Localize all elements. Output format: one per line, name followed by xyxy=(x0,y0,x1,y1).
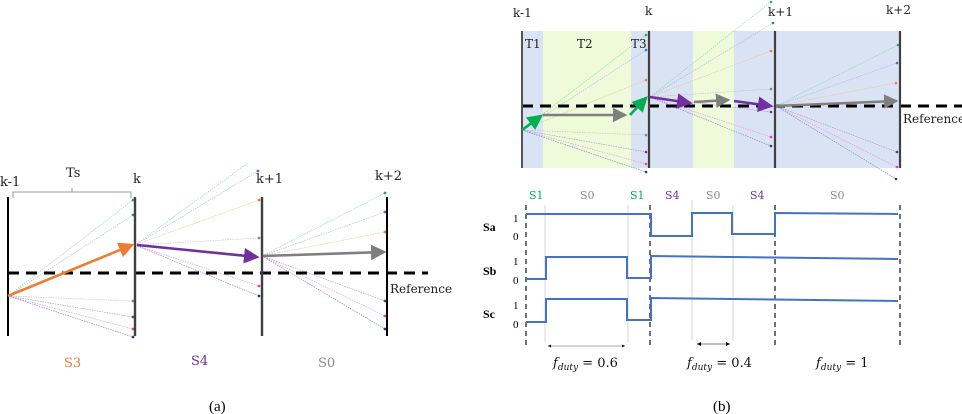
panel-b: k-1 k k+1 k+2 T1 T2 T3 Reference S1 S0 S… xyxy=(483,0,962,414)
prediction-points-k xyxy=(131,198,135,339)
trajectory-s4 xyxy=(136,243,260,264)
caption-a: (a) xyxy=(209,399,226,414)
step-label-k-1: k-1 xyxy=(0,175,20,190)
state-label-s4: S4 xyxy=(191,354,208,369)
duty-f-2: f xyxy=(686,356,694,371)
trajectory-b-s1-second xyxy=(629,96,648,116)
step-label-b-k: k xyxy=(645,4,653,18)
trajectory-b-s4-first xyxy=(649,93,693,109)
state-label-b-2: S1 xyxy=(630,189,645,202)
prediction-points-k+1 xyxy=(256,169,261,298)
trajectory-s0 xyxy=(262,244,387,261)
duty-f-3: f xyxy=(815,356,823,371)
waveform-sb xyxy=(526,254,899,280)
signal-label-sc: Sc xyxy=(483,307,496,321)
duty-value-1: = 0.6 xyxy=(578,356,618,371)
level-sb-1: 1 xyxy=(513,256,519,268)
ts-bracket xyxy=(12,188,132,198)
duty-label-3: fduty = 1 xyxy=(815,356,869,373)
duty-sub-3: duty xyxy=(821,363,842,373)
duty-label-2: fduty = 0.4 xyxy=(686,356,752,373)
step-label-k+2: k+2 xyxy=(375,169,402,184)
signal-label-sb: Sb xyxy=(483,264,497,278)
duty-value-3: = 1 xyxy=(841,356,868,371)
state-label-b-4: S0 xyxy=(706,189,721,202)
state-label-b-3: S4 xyxy=(665,189,680,202)
waveform-sc xyxy=(526,296,899,323)
interval-label-t3: T3 xyxy=(631,37,647,51)
level-sa-0: 0 xyxy=(513,231,519,243)
duty-value-2: = 0.4 xyxy=(712,356,752,371)
waveform-guides xyxy=(525,200,901,345)
waveform-sa xyxy=(526,211,899,237)
state-label-s0: S0 xyxy=(318,356,335,371)
state-label-b-5: S4 xyxy=(750,189,765,202)
prediction-points-b-k+2 xyxy=(894,43,900,181)
reference-label-b: Reference xyxy=(903,112,962,126)
trajectory-b-s4-second xyxy=(733,96,774,112)
signal-label-sa: Sa xyxy=(483,220,496,234)
prediction-fan-k-1 xyxy=(7,199,134,338)
panel-a: k-1 Ts k k+1 k+2 Reference S3 S4 S0 (a) xyxy=(0,162,452,414)
prediction-fan-b-k+1 xyxy=(775,44,899,180)
duty-f-1: f xyxy=(552,356,560,371)
prediction-fan-k+1 xyxy=(261,192,386,330)
duty-sub-1: duty xyxy=(558,363,579,373)
interval-label-t1: T1 xyxy=(525,37,541,51)
trajectory-s3 xyxy=(7,242,135,298)
trajectory-b-s0-third xyxy=(775,94,899,109)
interval-bands xyxy=(522,31,900,168)
ts-label: Ts xyxy=(66,166,80,181)
state-label-b-6: S0 xyxy=(830,189,845,202)
prediction-fan-b-k-1 xyxy=(521,34,647,173)
step-label-k: k xyxy=(133,172,141,187)
level-sc-1: 1 xyxy=(513,300,519,312)
trajectory-b-s1-first xyxy=(521,114,544,132)
duty-label-1: fduty = 0.6 xyxy=(552,356,618,373)
level-sb-0: 0 xyxy=(513,275,519,287)
prediction-fan-k xyxy=(134,162,260,297)
prediction-fan-b-k xyxy=(649,1,774,147)
prediction-points-b-k xyxy=(644,33,648,174)
state-label-b-0: S1 xyxy=(529,189,544,202)
state-label-s3: S3 xyxy=(64,356,81,371)
duty-sub-2: duty xyxy=(692,363,713,373)
trajectory-b-s0-second xyxy=(693,93,731,108)
caption-b: (b) xyxy=(713,399,731,414)
step-label-b-k+1: k+1 xyxy=(768,5,793,19)
level-sa-1: 1 xyxy=(513,213,519,225)
level-sc-0: 0 xyxy=(513,319,519,331)
step-label-k+1: k+1 xyxy=(256,172,283,187)
state-label-b-1: S0 xyxy=(580,189,595,202)
reference-label: Reference xyxy=(390,282,452,296)
interval-label-t2: T2 xyxy=(577,37,593,51)
step-label-b-k+2: k+2 xyxy=(886,3,911,17)
prediction-points-b-k+1 xyxy=(769,0,775,148)
step-label-b-k-1: k-1 xyxy=(513,6,532,20)
prediction-points-k+2 xyxy=(383,191,387,331)
